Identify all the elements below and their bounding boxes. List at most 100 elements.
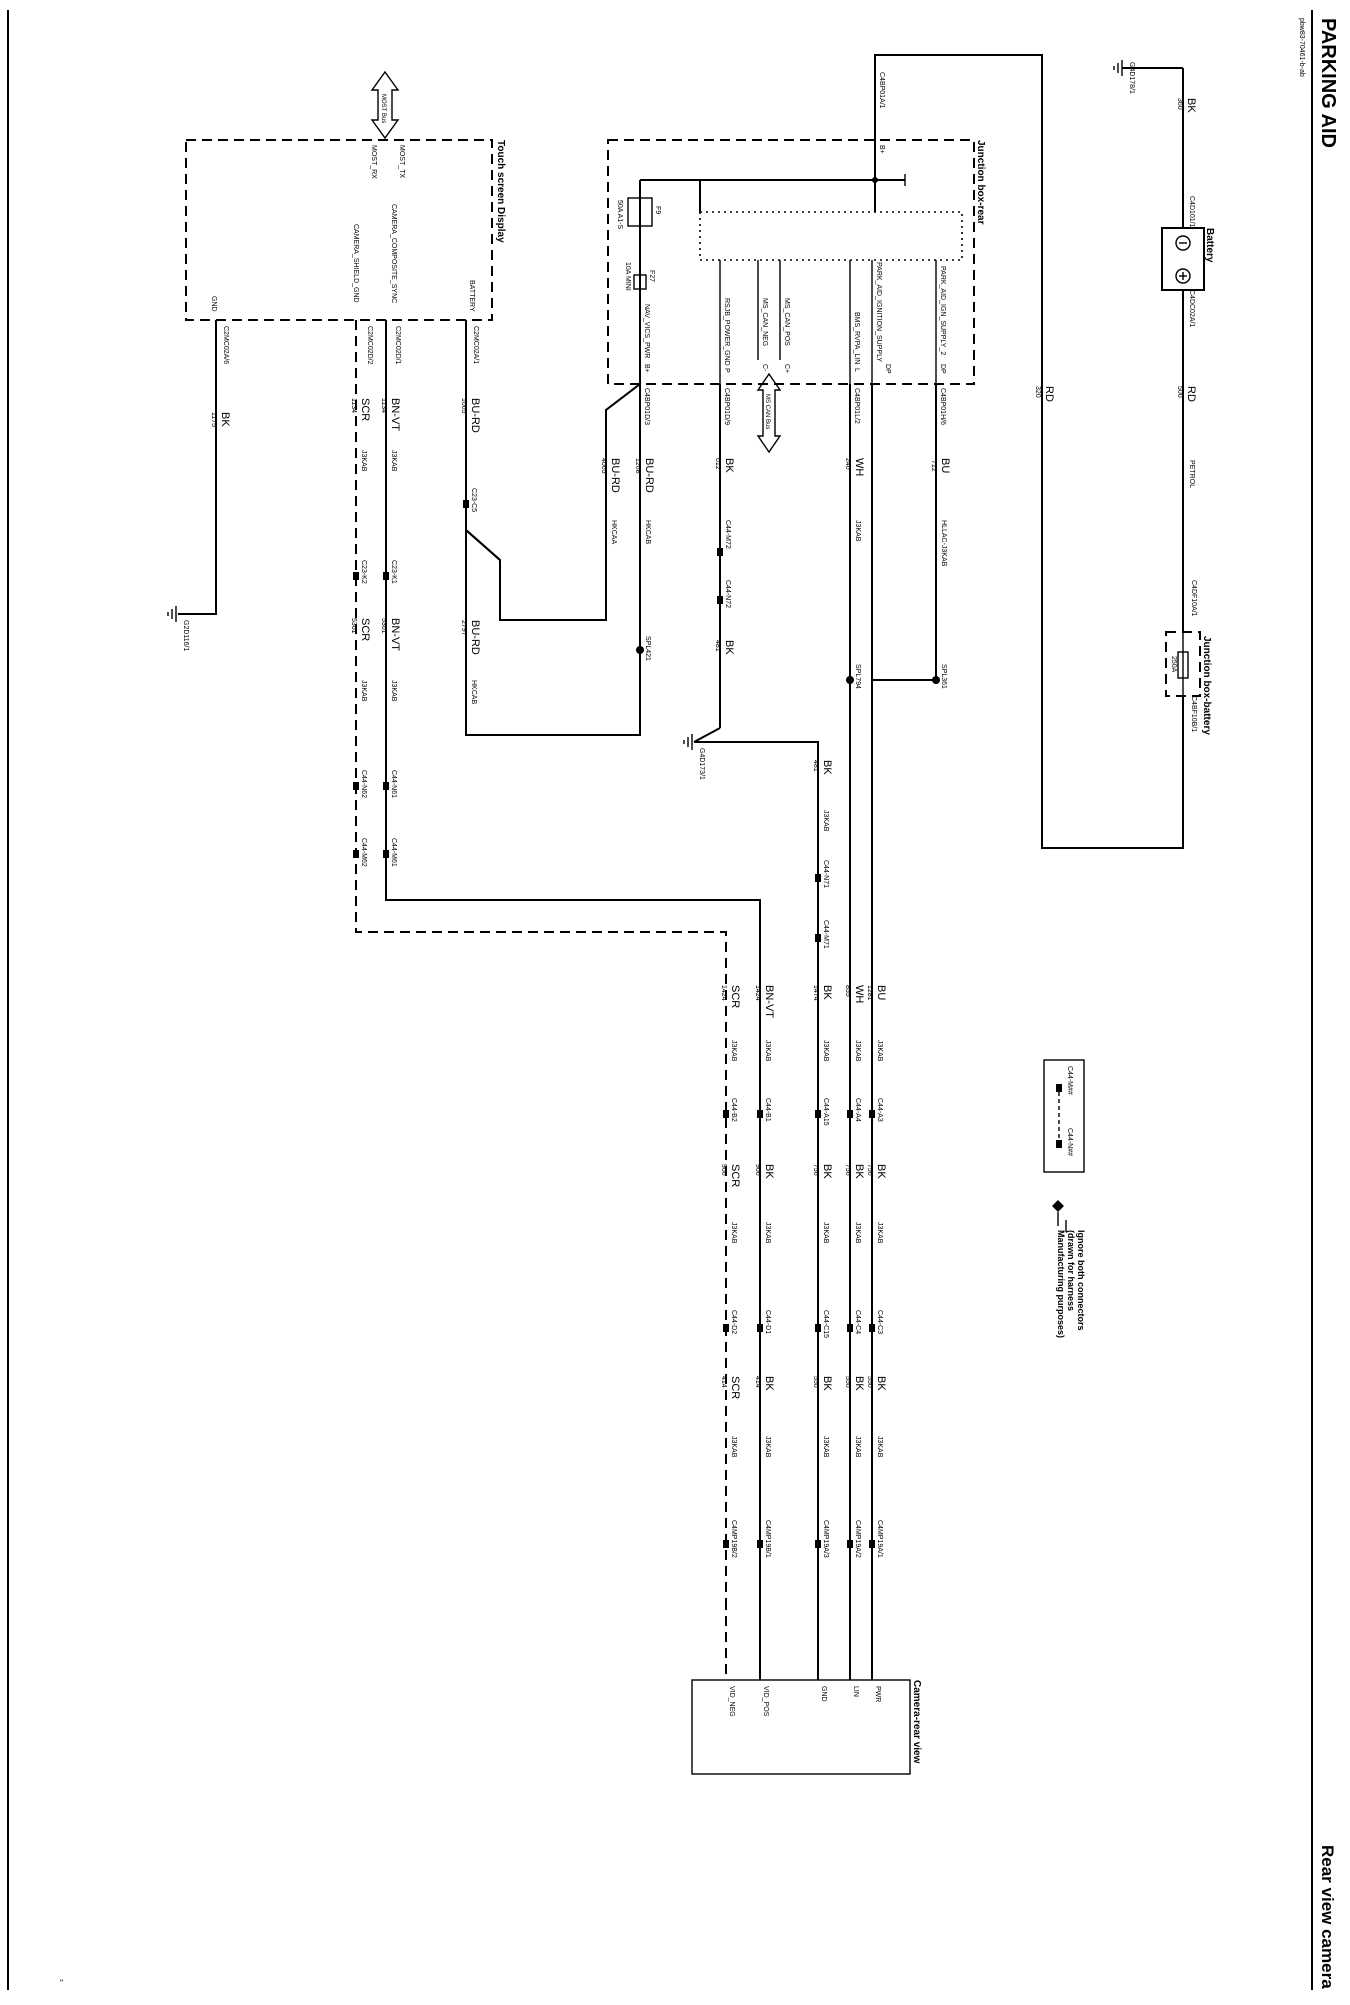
jb-battery-title: Junction box-battery [1201, 636, 1212, 735]
jb-rear-bplus-connector: C4BP01A/1 [878, 72, 885, 109]
touch-screen-title: Touch screen Display [495, 140, 506, 243]
legend: C44-M## C44-N## Ignore both connectors (… [1043, 1059, 1086, 1338]
inline-connector: C44-A4 [854, 1098, 861, 1122]
camera-pin-connector: C4MP19A/2 [854, 1520, 861, 1558]
connector-pin-marker [847, 1540, 853, 1548]
wire-video-positive [385, 320, 761, 1600]
wire-number: 906 [754, 1164, 761, 1176]
wire-color: RD [1043, 386, 1055, 402]
ground-symbol [167, 606, 177, 622]
camera-box [691, 1679, 911, 1775]
junction-box-rear: Junction box-rear B+ F9 50A A1-S F27 10A… [607, 105, 986, 425]
jb-pin-signal: BMS_RVPA_LIN [853, 312, 860, 364]
inline-connector: C44-A3 [876, 1098, 883, 1122]
wire-harness: J3KAB [854, 520, 861, 542]
corner-mark: " [60, 1978, 63, 1988]
jb-pin-id: C- [761, 364, 768, 372]
connector-pin-marker [815, 1110, 821, 1118]
touch-pin-signal: CAMERA_COMPOSITE_SYNC [390, 204, 397, 303]
wire-touch-battery [465, 320, 501, 620]
connector-pin-marker [869, 1540, 875, 1548]
wire-harness: J3KAB [854, 1222, 861, 1244]
wire-harness: HKCAA [610, 520, 617, 544]
touch-screen-display: Touch screen Display MOST_TX MOST_RX BAT… [185, 139, 506, 365]
connector-pin-marker [717, 548, 723, 556]
wire-harness: J3KAB [764, 1040, 771, 1062]
inline-connector: C23-K2 [360, 560, 367, 584]
inline-connector: C44-N72 [724, 580, 731, 608]
wire-color: BN-VT [763, 985, 775, 1018]
fuse-f27-rating: 10A MINI [624, 262, 631, 291]
wire-harness: J3KAB [876, 1436, 883, 1458]
jb-pin-signal: PARK_AID_IGN_SUPPLY_2 [939, 266, 946, 355]
battery-title: Battery [1204, 228, 1215, 263]
wire-harness: J3KAB [764, 1222, 771, 1244]
inline-connector: C44-C3 [876, 1310, 883, 1334]
wire-number: 855 [844, 985, 851, 997]
wire-harness: J3KAB [730, 1436, 737, 1458]
connector-markers [353, 500, 875, 1548]
wire-number: 756 [844, 1164, 851, 1176]
touch-pin-signal: CAMERA_SHIELD_GND [352, 224, 359, 303]
jb-pin-id: DP [884, 364, 891, 374]
jb-pin-id: DP [939, 364, 946, 374]
wire-color: BK [1185, 98, 1197, 113]
legend-note: Ignore both connectors [1076, 1230, 1086, 1331]
inline-connector: C44-A15 [822, 1098, 829, 1126]
wire-number: 246 [844, 458, 851, 470]
fuse-f9-rating: 50A A1-S [616, 200, 623, 230]
connector-pin-marker [723, 1110, 729, 1118]
camera-pin-signal: GND [820, 1686, 827, 1702]
jb-pin-signal: PARK_AID_IGNITION_SUPPLY [875, 262, 882, 362]
inline-connector: C44-M72 [724, 520, 731, 549]
wire-number: 1474 [812, 985, 819, 1001]
wire-number: 1065 [460, 398, 467, 414]
camera-pin-connector: C4MP19B/2 [730, 1520, 737, 1558]
wire-tag: PETROL [1188, 460, 1195, 488]
wire-harness: J3KAB [390, 450, 397, 472]
connector-pin-marker [757, 1324, 763, 1332]
wire-harness: J3KAB [822, 1436, 829, 1458]
inline-connector: C44-N61 [390, 770, 397, 798]
wire-harness: J3KAB [730, 1222, 737, 1244]
most-bus-label: MOST Bus [380, 94, 386, 123]
jb-pin-connector: C4BP01L/2 [853, 388, 860, 424]
inline-connector: C44-D1 [764, 1310, 771, 1334]
wire-harness: J3KAB [822, 1040, 829, 1062]
wire-harness: HLLAC-J3KAB [940, 520, 947, 567]
battery-box [1161, 227, 1205, 291]
ground-label-g4d173: G4D173/1 [698, 748, 705, 780]
inline-connector: C44-M62 [360, 838, 367, 867]
connector-pin-marker [383, 782, 389, 790]
wire-number: 756 [812, 1164, 819, 1176]
touch-pin-connector: C2MC02A/6 [222, 326, 229, 364]
wire-number: 360 [1176, 98, 1183, 110]
wire-color: SCR [729, 1376, 741, 1399]
connector-pin-marker [869, 1110, 875, 1118]
ms-can-bus-arrow: MS CAN Bus [756, 372, 782, 454]
wire-color: SCR [359, 618, 371, 641]
wire-color: BU-RD [609, 458, 621, 493]
jb-battery-top-pin: C4DF10A/1 [1190, 580, 1197, 617]
page-subtitle: Rear view camera [1318, 1845, 1337, 1989]
wire-number: 2797 [460, 620, 467, 636]
wire-color: RD [1185, 386, 1197, 402]
battery: Battery C4D101/1 C4DC02A/1 [1161, 196, 1215, 327]
inline-connector: C44-M61 [390, 838, 397, 867]
wire-color: BK [875, 1376, 887, 1391]
camera-pin-signal: LIN [852, 1686, 859, 1697]
inline-connector: C44-B1 [764, 1098, 771, 1122]
connector-pin-marker [815, 874, 821, 882]
camera-pin-connector: C4MP19A/3 [822, 1520, 829, 1558]
splice-label: SPL421 [644, 636, 651, 661]
jb-pin-connector: C4BP01H/6 [939, 388, 946, 425]
wire-number: 481 [812, 760, 819, 772]
jb-pin-connector: C4BP01D/9 [723, 388, 730, 425]
connector-pin-marker [757, 1540, 763, 1548]
wire-harness: J3KAB [390, 680, 397, 702]
camera-pin-signal: VID_POS [762, 1686, 769, 1717]
jb-pin-signal: MS_CAN_POS [783, 298, 790, 346]
wire-number: 5301 [350, 618, 357, 634]
